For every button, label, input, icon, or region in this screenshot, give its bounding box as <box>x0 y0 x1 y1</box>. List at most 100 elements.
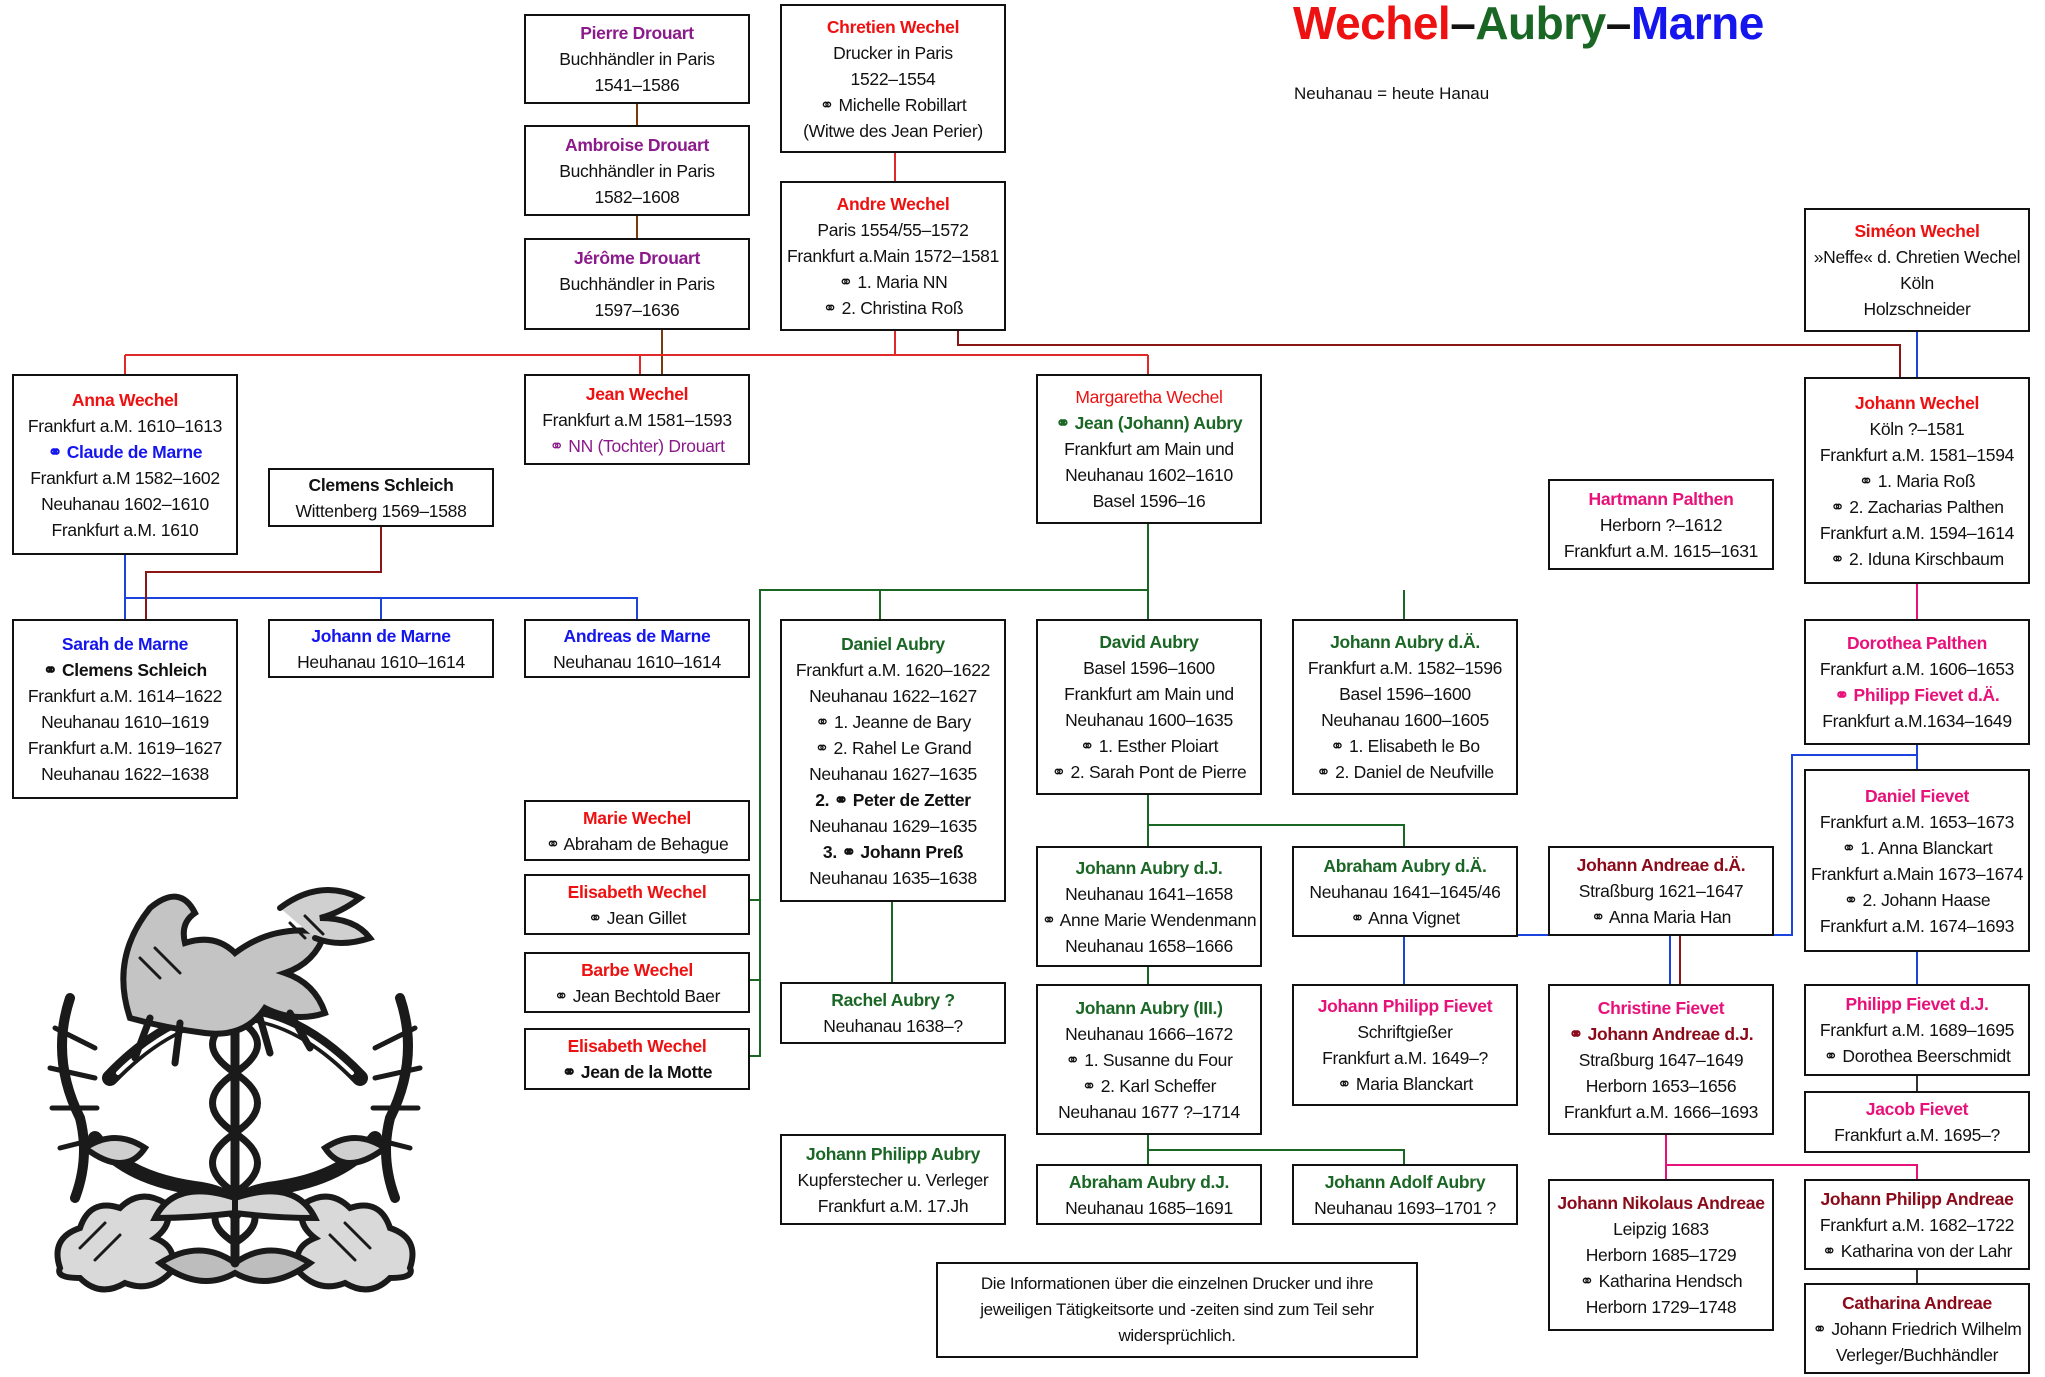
ambroise-drouart-line-1: Buchhändler in Paris <box>559 160 715 181</box>
person-box-barbe-wechel: Barbe Wechel⚭ Jean Bechtold Baer <box>524 952 750 1013</box>
philipp-fievet-dj-line-2: ⚭ Dorothea Beerschmidt <box>1823 1046 2011 1066</box>
johann-aubry-da-line-3: Neuhanau 1600–1605 <box>1321 710 1489 730</box>
margaretha-wechel-line-4: Basel 1596–16 <box>1092 491 1206 511</box>
sarah-de-marne-line-3: Neuhanau 1610–1619 <box>41 712 209 732</box>
johann-philipp-fievet-line-1: Schriftgießer <box>1357 1022 1453 1042</box>
sarah-de-marne-line-2: Frankfurt a.M. 1614–1622 <box>27 686 223 706</box>
connector-5 <box>124 555 638 619</box>
abraham-aubry-da-line-0: Abraham Aubry d.Ä. <box>1323 855 1487 876</box>
johann-aubry-da-line-0: Johann Aubry d.Ä. <box>1330 632 1480 652</box>
daniel-aubry-line-9: Neuhanau 1635–1638 <box>809 867 977 888</box>
andreas-de-marne-line-1: Neuhanau 1610–1614 <box>553 651 721 672</box>
elisabeth-wechel-2-line-1: ⚭ Jean de la Motte <box>561 1062 713 1082</box>
johann-nikolaus-andreae-line-0: Johann Nikolaus Andreae <box>1557 1193 1765 1213</box>
dorothea-palthen-line-3: Frankfurt a.M.1634–1649 <box>1822 711 2012 731</box>
johann-adolf-aubry-line-1: Neuhanau 1693–1701 ? <box>1314 1197 1496 1218</box>
pierre-drouart-line-0: Pierre Drouart <box>580 23 694 43</box>
johann-wechel-line-2: Frankfurt a.M. 1581–1594 <box>1819 444 2015 465</box>
sarah-de-marne-line-1: ⚭ Clemens Schleich <box>43 660 207 680</box>
anna-wechel-line-3: Frankfurt a.M 1582–1602 <box>30 467 220 488</box>
johann-wechel-line-4: ⚭ 2. Zacharias Palthen <box>1830 496 2004 517</box>
title-wechel: Wechel <box>1293 0 1451 49</box>
johann-nikolaus-andreae-line-2: Herborn 1685–1729 <box>1585 1245 1737 1265</box>
johann-nikolaus-andreae-line-4: Herborn 1729–1748 <box>1585 1297 1737 1317</box>
anna-wechel-line-1: Frankfurt a.M. 1610–1613 <box>27 415 223 436</box>
pierre-drouart-line-2: 1541–1586 <box>594 75 680 95</box>
jerome-drouart-line-0: Jérôme Drouart <box>573 248 701 268</box>
johann-aubry-iii-line-3: ⚭ 2. Karl Scheffer <box>1081 1075 1217 1096</box>
person-box-christine-fievet: Christine Fievet⚭ Johann Andreae d.J.Str… <box>1548 984 1774 1135</box>
andre-wechel-line-1: Paris 1554/55–1572 <box>817 220 969 240</box>
jacob-fievet-line-0: Jacob Fievet <box>1865 1099 1969 1119</box>
anna-wechel-line-5: Frankfurt a.M. 1610 <box>51 519 199 540</box>
daniel-fievet-line-5: Frankfurt a.M. 1674–1693 <box>1819 915 2015 936</box>
marie-wechel-line-0: Marie Wechel <box>583 807 691 828</box>
person-box-philipp-fievet-dj: Philipp Fievet d.J.Frankfurt a.M. 1689–1… <box>1804 984 2030 1076</box>
clemens-schleich-line-1: Wittenberg 1569–1588 <box>295 500 467 521</box>
daniel-aubry-line-1: Frankfurt a.M. 1620–1622 <box>795 659 991 680</box>
connector-3 <box>957 331 1901 377</box>
connector-6 <box>145 527 382 619</box>
anna-wechel-line-0: Anna Wechel <box>71 389 179 410</box>
christine-fievet-line-1: ⚭ Johann Andreae d.J. <box>1568 1023 1754 1044</box>
johann-wechel-line-3: ⚭ 1. Maria Roß <box>1858 470 1976 491</box>
person-box-johann-andreae-da: Johann Andreae d.Ä.Straßburg 1621–1647⚭ … <box>1548 846 1774 936</box>
catharina-andreae-line-2: Verleger/Buchhändler <box>1835 1344 1999 1365</box>
johann-aubry-iii-line-0: Johann Aubry (III.) <box>1075 997 1223 1018</box>
clemens-schleich-line-0: Clemens Schleich <box>308 474 454 495</box>
person-box-catharina-andreae: Catharina Andreae⚭ Johann Friedrich Wilh… <box>1804 1283 2030 1374</box>
person-box-marie-wechel: Marie Wechel ⚭ Abraham de Behague <box>524 800 750 861</box>
simeon-wechel-line-2: Köln <box>1900 273 1934 293</box>
rachel-aubry-line-1: Neuhanau 1638–? <box>823 1016 963 1036</box>
elisabeth-wechel-1-line-1: ⚭ Jean Gillet <box>587 907 687 928</box>
title-marne: Marne <box>1630 0 1764 49</box>
jerome-drouart-line-2: 1597–1636 <box>594 300 680 320</box>
johann-aubry-da-line-1: Frankfurt a.M. 1582–1596 <box>1307 658 1503 678</box>
chretien-wechel-line-0: Chretien Wechel <box>826 16 960 37</box>
philipp-fievet-dj-line-0: Philipp Fievet d.J. <box>1845 994 1989 1014</box>
elisabeth-wechel-1-line-0: Elisabeth Wechel <box>567 881 707 902</box>
marie-wechel-line-1: ⚭ Abraham de Behague <box>545 833 729 854</box>
johann-aubry-dj-line-3: Neuhanau 1658–1666 <box>1065 935 1233 956</box>
andre-wechel-line-2: Frankfurt a.Main 1572–1581 <box>786 246 1000 266</box>
daniel-aubry-line-0: Daniel Aubry <box>841 633 945 654</box>
person-box-abraham-aubry-dj: Abraham Aubry d.J.Neuhanau 1685–1691 <box>1036 1164 1262 1225</box>
connector-9 <box>1147 795 1405 846</box>
andre-wechel-line-0: Andre Wechel <box>836 194 950 214</box>
person-box-elisabeth-wechel-1: Elisabeth Wechel ⚭ Jean Gillet <box>524 874 750 935</box>
title-dash-1: – <box>1450 0 1476 49</box>
johann-de-marne-line-1: Heuhanau 1610–1614 <box>297 651 465 672</box>
daniel-fievet-line-3: Frankfurt a.Main 1673–1674 <box>1810 863 2024 884</box>
info-note-line-1: jeweiligen Tätigkeitsorte und -zeiten si… <box>980 1300 1374 1319</box>
johann-nikolaus-andreae-line-1: Leipzig 1683 <box>1613 1219 1709 1239</box>
daniel-aubry-line-2: Neuhanau 1622–1627 <box>809 685 977 706</box>
connector-17 <box>1665 1135 1918 1179</box>
chart-title: Wechel–Aubry–Marne <box>1293 0 1764 50</box>
simeon-wechel-line-0: Siméon Wechel <box>1854 221 1980 241</box>
connector-11 <box>1147 1135 1405 1164</box>
johann-philipp-aubry-line-0: Johann Philipp Aubry <box>805 1143 981 1164</box>
printer-mark-caduceus-pegasus-icon <box>47 887 423 1293</box>
daniel-aubry-line-7: Neuhanau 1629–1635 <box>809 815 977 836</box>
chretien-wechel-line-3: ⚭ Michelle Robillart <box>819 94 967 115</box>
johann-wechel-line-0: Johann Wechel <box>1854 392 1980 413</box>
hartmann-palthen-line-0: Hartmann Palthen <box>1588 488 1734 509</box>
pierre-drouart-line-1: Buchhändler in Paris <box>559 49 715 69</box>
margaretha-wechel-line-2: Frankfurt am Main und <box>1064 439 1234 459</box>
david-aubry-line-0: David Aubry <box>1099 632 1199 652</box>
dorothea-palthen-line-1: Frankfurt a.M. 1606–1653 <box>1819 659 2015 679</box>
simeon-wechel-line-1: »Neffe« d. Chretien Wechel <box>1813 247 2021 267</box>
daniel-fievet-line-1: Frankfurt a.M. 1653–1673 <box>1819 811 2015 832</box>
chretien-wechel-line-2: 1522–1554 <box>850 68 936 89</box>
